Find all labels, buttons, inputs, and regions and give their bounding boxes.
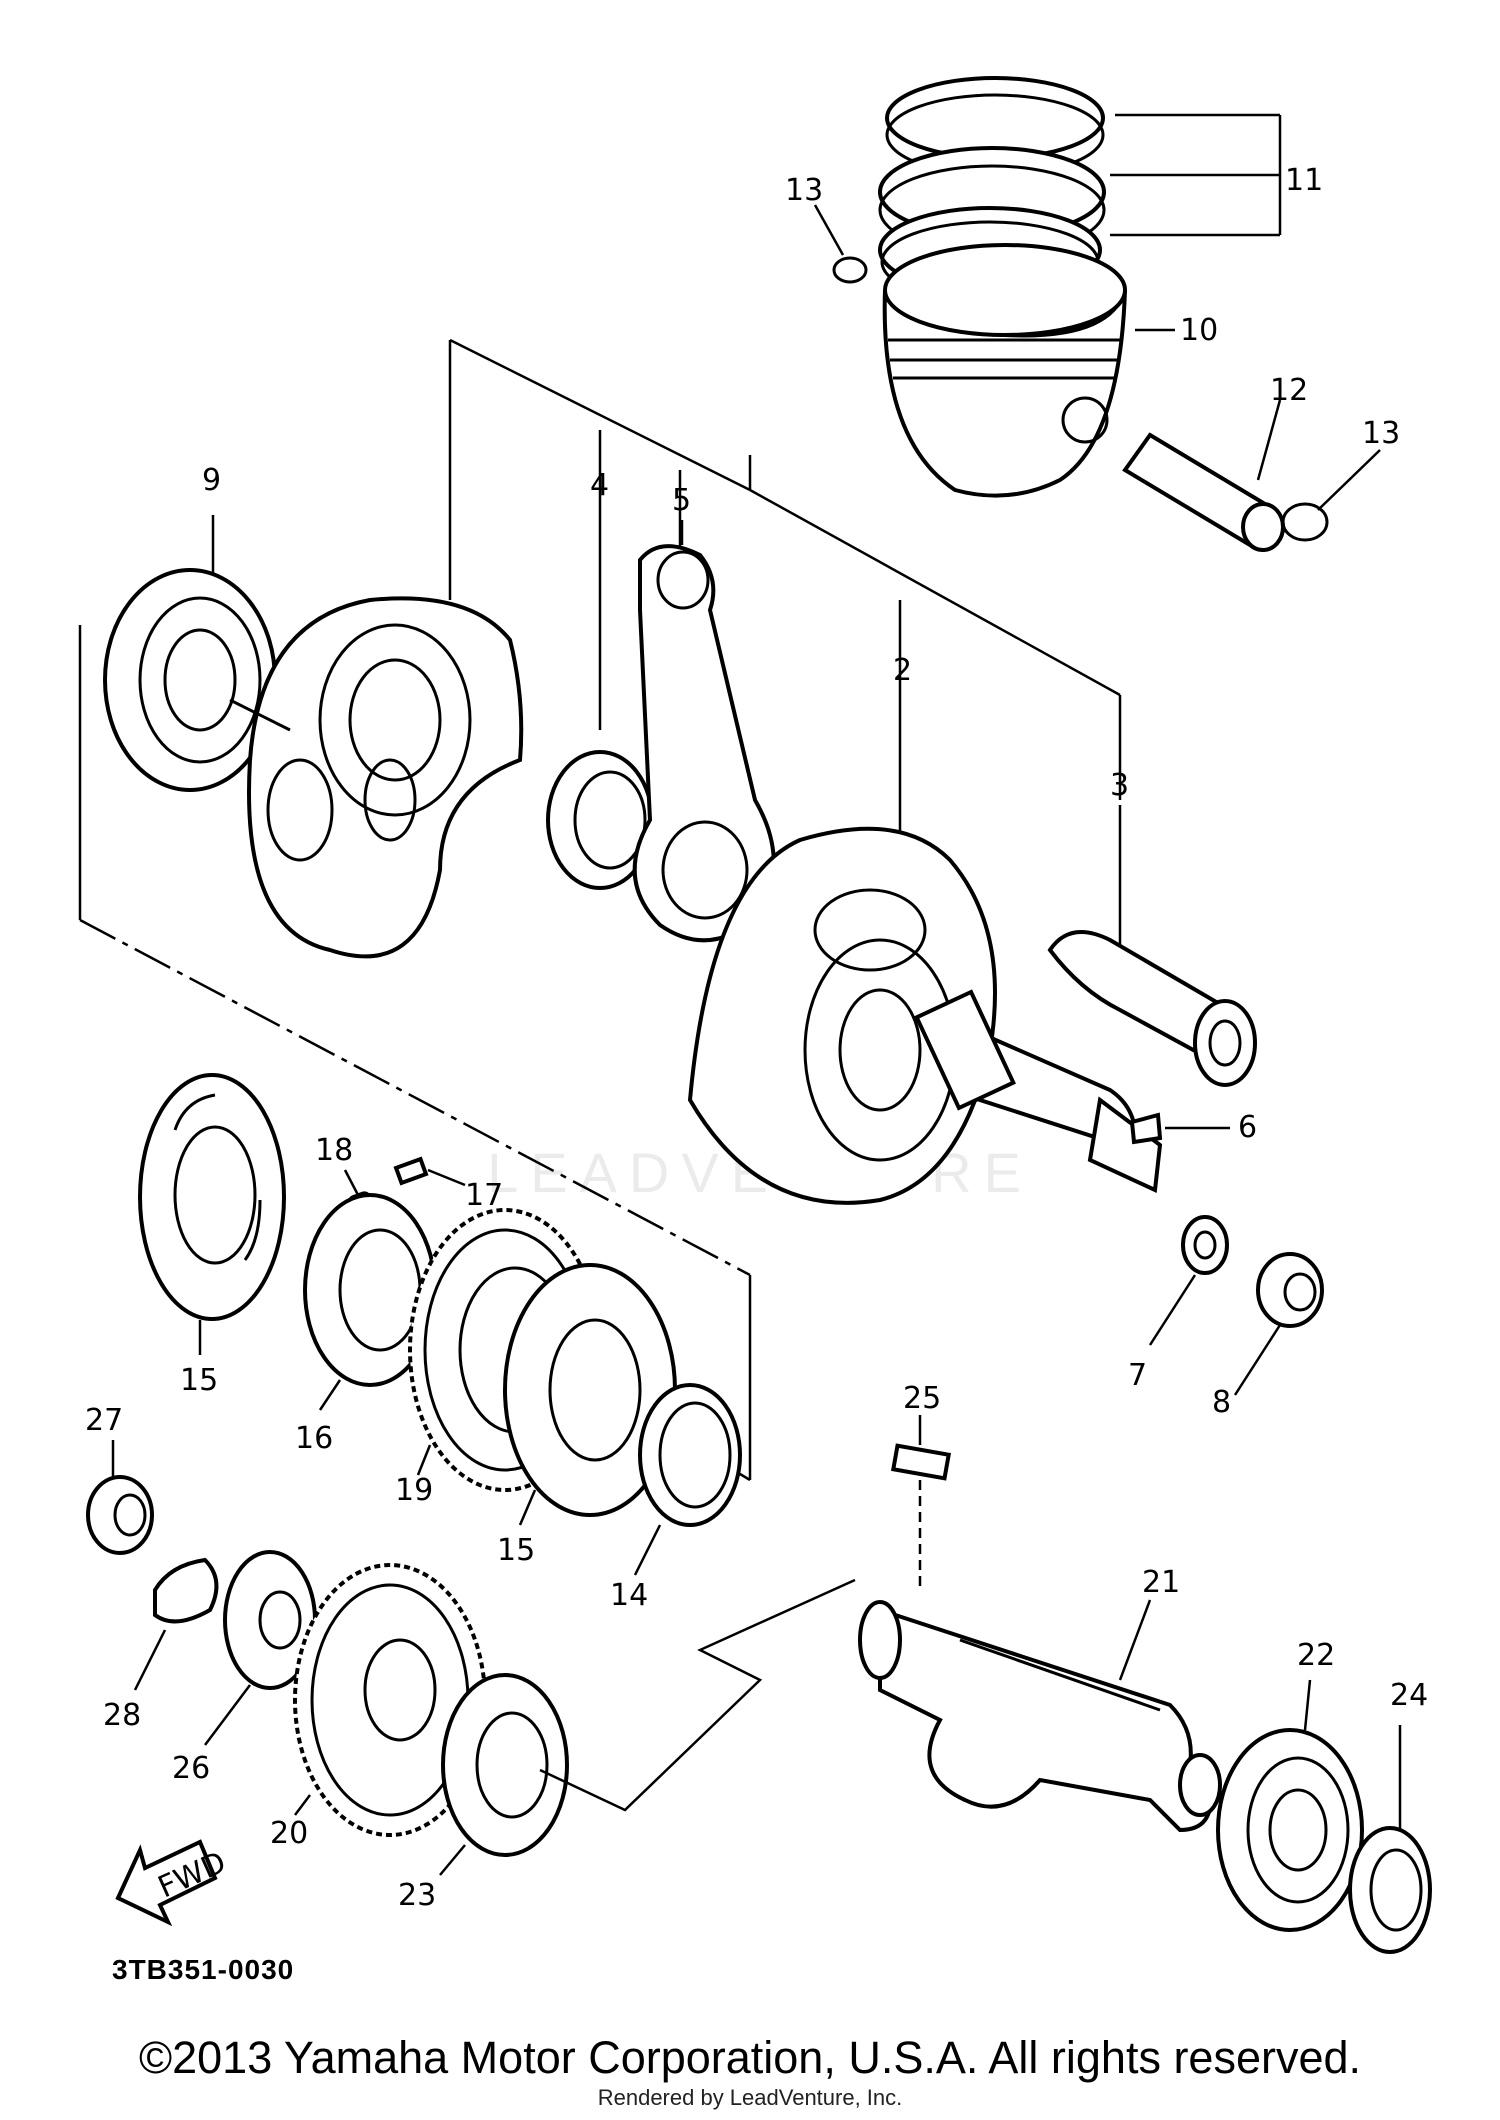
callout-3: 3: [1110, 768, 1129, 803]
nut-27: [86, 1440, 154, 1555]
nut-8: [1233, 1252, 1324, 1396]
callout-24: 24: [1390, 1678, 1428, 1713]
callout-23: 23: [398, 1878, 436, 1913]
callout-28: 28: [103, 1698, 141, 1733]
callout-10: 10: [1180, 313, 1218, 348]
plate-15-left: [138, 1073, 286, 1355]
piston: [882, 243, 1175, 498]
callout-18: 18: [315, 1133, 353, 1168]
crankshaft-shaft: [914, 989, 1163, 1193]
callout-17: 17: [465, 1178, 503, 1213]
bearing-9: [103, 515, 277, 792]
lock-washer-28: [133, 1557, 219, 1691]
callout-25: 25: [903, 1381, 941, 1416]
woodruff-key-6: [1129, 1112, 1230, 1145]
callout-6: 6: [1238, 1110, 1257, 1145]
callout-19: 19: [395, 1473, 433, 1508]
callout-4: 4: [590, 468, 609, 503]
callout-20: 20: [270, 1816, 308, 1851]
crank-pin-3: [1047, 805, 1257, 1087]
spring-17: [393, 1156, 466, 1187]
callout-7: 7: [1128, 1358, 1147, 1393]
callout-13-upper: 13: [785, 173, 823, 208]
callout-27: 27: [85, 1403, 123, 1438]
rendered-by-credit: Rendered by LeadVenture, Inc.: [597, 2085, 903, 2110]
callout-2: 2: [893, 653, 912, 688]
callout-21: 21: [1142, 1565, 1180, 1600]
oil-seal-14: [633, 1383, 742, 1576]
callout-8: 8: [1212, 1385, 1231, 1420]
crank-web-right: [687, 826, 997, 1205]
copyright-notice: ©2013 Yamaha Motor Corporation, U.S.A. A…: [138, 2032, 1362, 2083]
figure-code: 3TB351-0030: [112, 1954, 295, 1985]
callout-22: 22: [1297, 1638, 1335, 1673]
callout-9: 9: [202, 463, 221, 498]
crank-web-left: [229, 596, 524, 959]
bearing-22: [1216, 1679, 1364, 1932]
callout-14: 14: [610, 1578, 648, 1613]
callout-15-left: 15: [180, 1363, 218, 1398]
fwd-arrow-icon: FWD: [115, 1839, 231, 1927]
callout-12: 12: [1270, 373, 1308, 408]
balancer-shaft-21: [858, 1599, 1222, 1833]
callout-26: 26: [172, 1751, 210, 1786]
callout-5: 5: [672, 483, 691, 518]
callout-13-lower: 13: [1362, 416, 1400, 451]
callout-15-right: 15: [497, 1533, 535, 1568]
piston-pin: [1122, 399, 1285, 552]
callout-16: 16: [295, 1421, 333, 1456]
washer-7: [1148, 1215, 1229, 1346]
callout-11: 11: [1285, 163, 1323, 198]
key-25: [890, 1415, 952, 1590]
oil-seal-24: [1348, 1725, 1432, 1954]
bearing-23: [439, 1578, 856, 1876]
